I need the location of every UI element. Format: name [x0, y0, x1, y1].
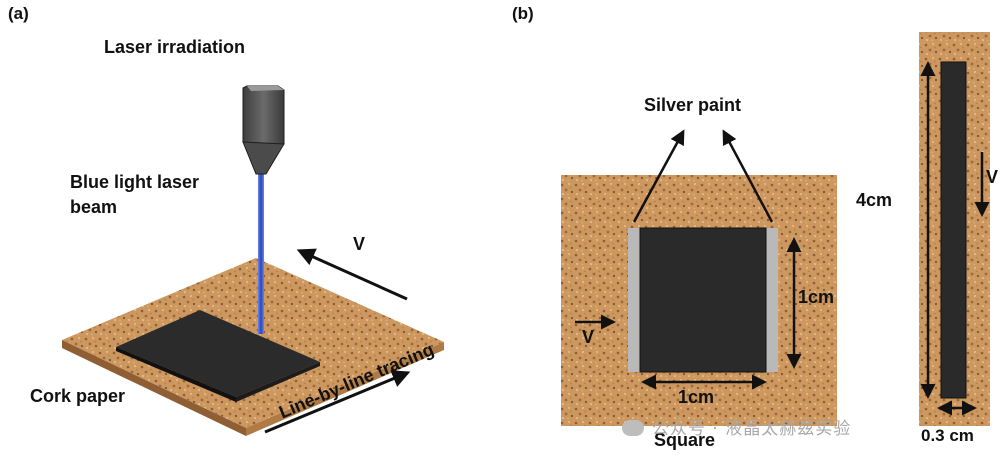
silver-paint-label: Silver paint: [644, 95, 742, 115]
cork-board-left-edge: [62, 340, 246, 436]
laser-irradiation-label: Laser irradiation: [104, 37, 246, 57]
tracing-arrow: [264, 370, 411, 434]
sample-film-top: [116, 310, 320, 397]
panel-a-label: (a): [8, 4, 29, 23]
velocity-arrow-a: [296, 248, 408, 301]
cork-board-right-edge: [246, 342, 444, 436]
silver-paint-left: [628, 228, 640, 372]
laser-beam: [258, 172, 264, 334]
sample-film-edge-right: [236, 362, 320, 402]
beam-label-line1: Blue light laser: [70, 172, 200, 192]
laser-nozzle: [242, 85, 285, 175]
size-4cm-label: 4cm: [856, 190, 893, 210]
velocity-label-square: V: [582, 327, 595, 347]
cork-paper-label: Cork paper: [30, 386, 126, 406]
side-vertical-label: 1cm: [798, 287, 835, 307]
square-sample: [639, 227, 767, 373]
velocity-label-a: V: [353, 234, 366, 254]
side-horizontal-label: 1cm: [678, 387, 715, 407]
silver-paint-arrow-left: [632, 129, 685, 223]
watermark-text: 公众号 · 液晶太赫兹实验: [652, 419, 852, 439]
sample-film-edge: [116, 347, 236, 402]
silver-paint-arrow-right: [722, 129, 774, 223]
panel-b-label: (b): [512, 4, 534, 23]
velocity-label-strip: V: [986, 167, 999, 187]
strip-width-label: 0.3 cm: [921, 426, 974, 445]
beam-label-line2: beam: [70, 197, 118, 217]
square-caption: Square: [654, 430, 716, 450]
strip-sample: [940, 61, 967, 399]
silver-paint-right: [766, 228, 778, 372]
wechat-icon: [622, 420, 644, 436]
watermark: 公众号 · 液晶太赫兹实验: [622, 414, 851, 439]
